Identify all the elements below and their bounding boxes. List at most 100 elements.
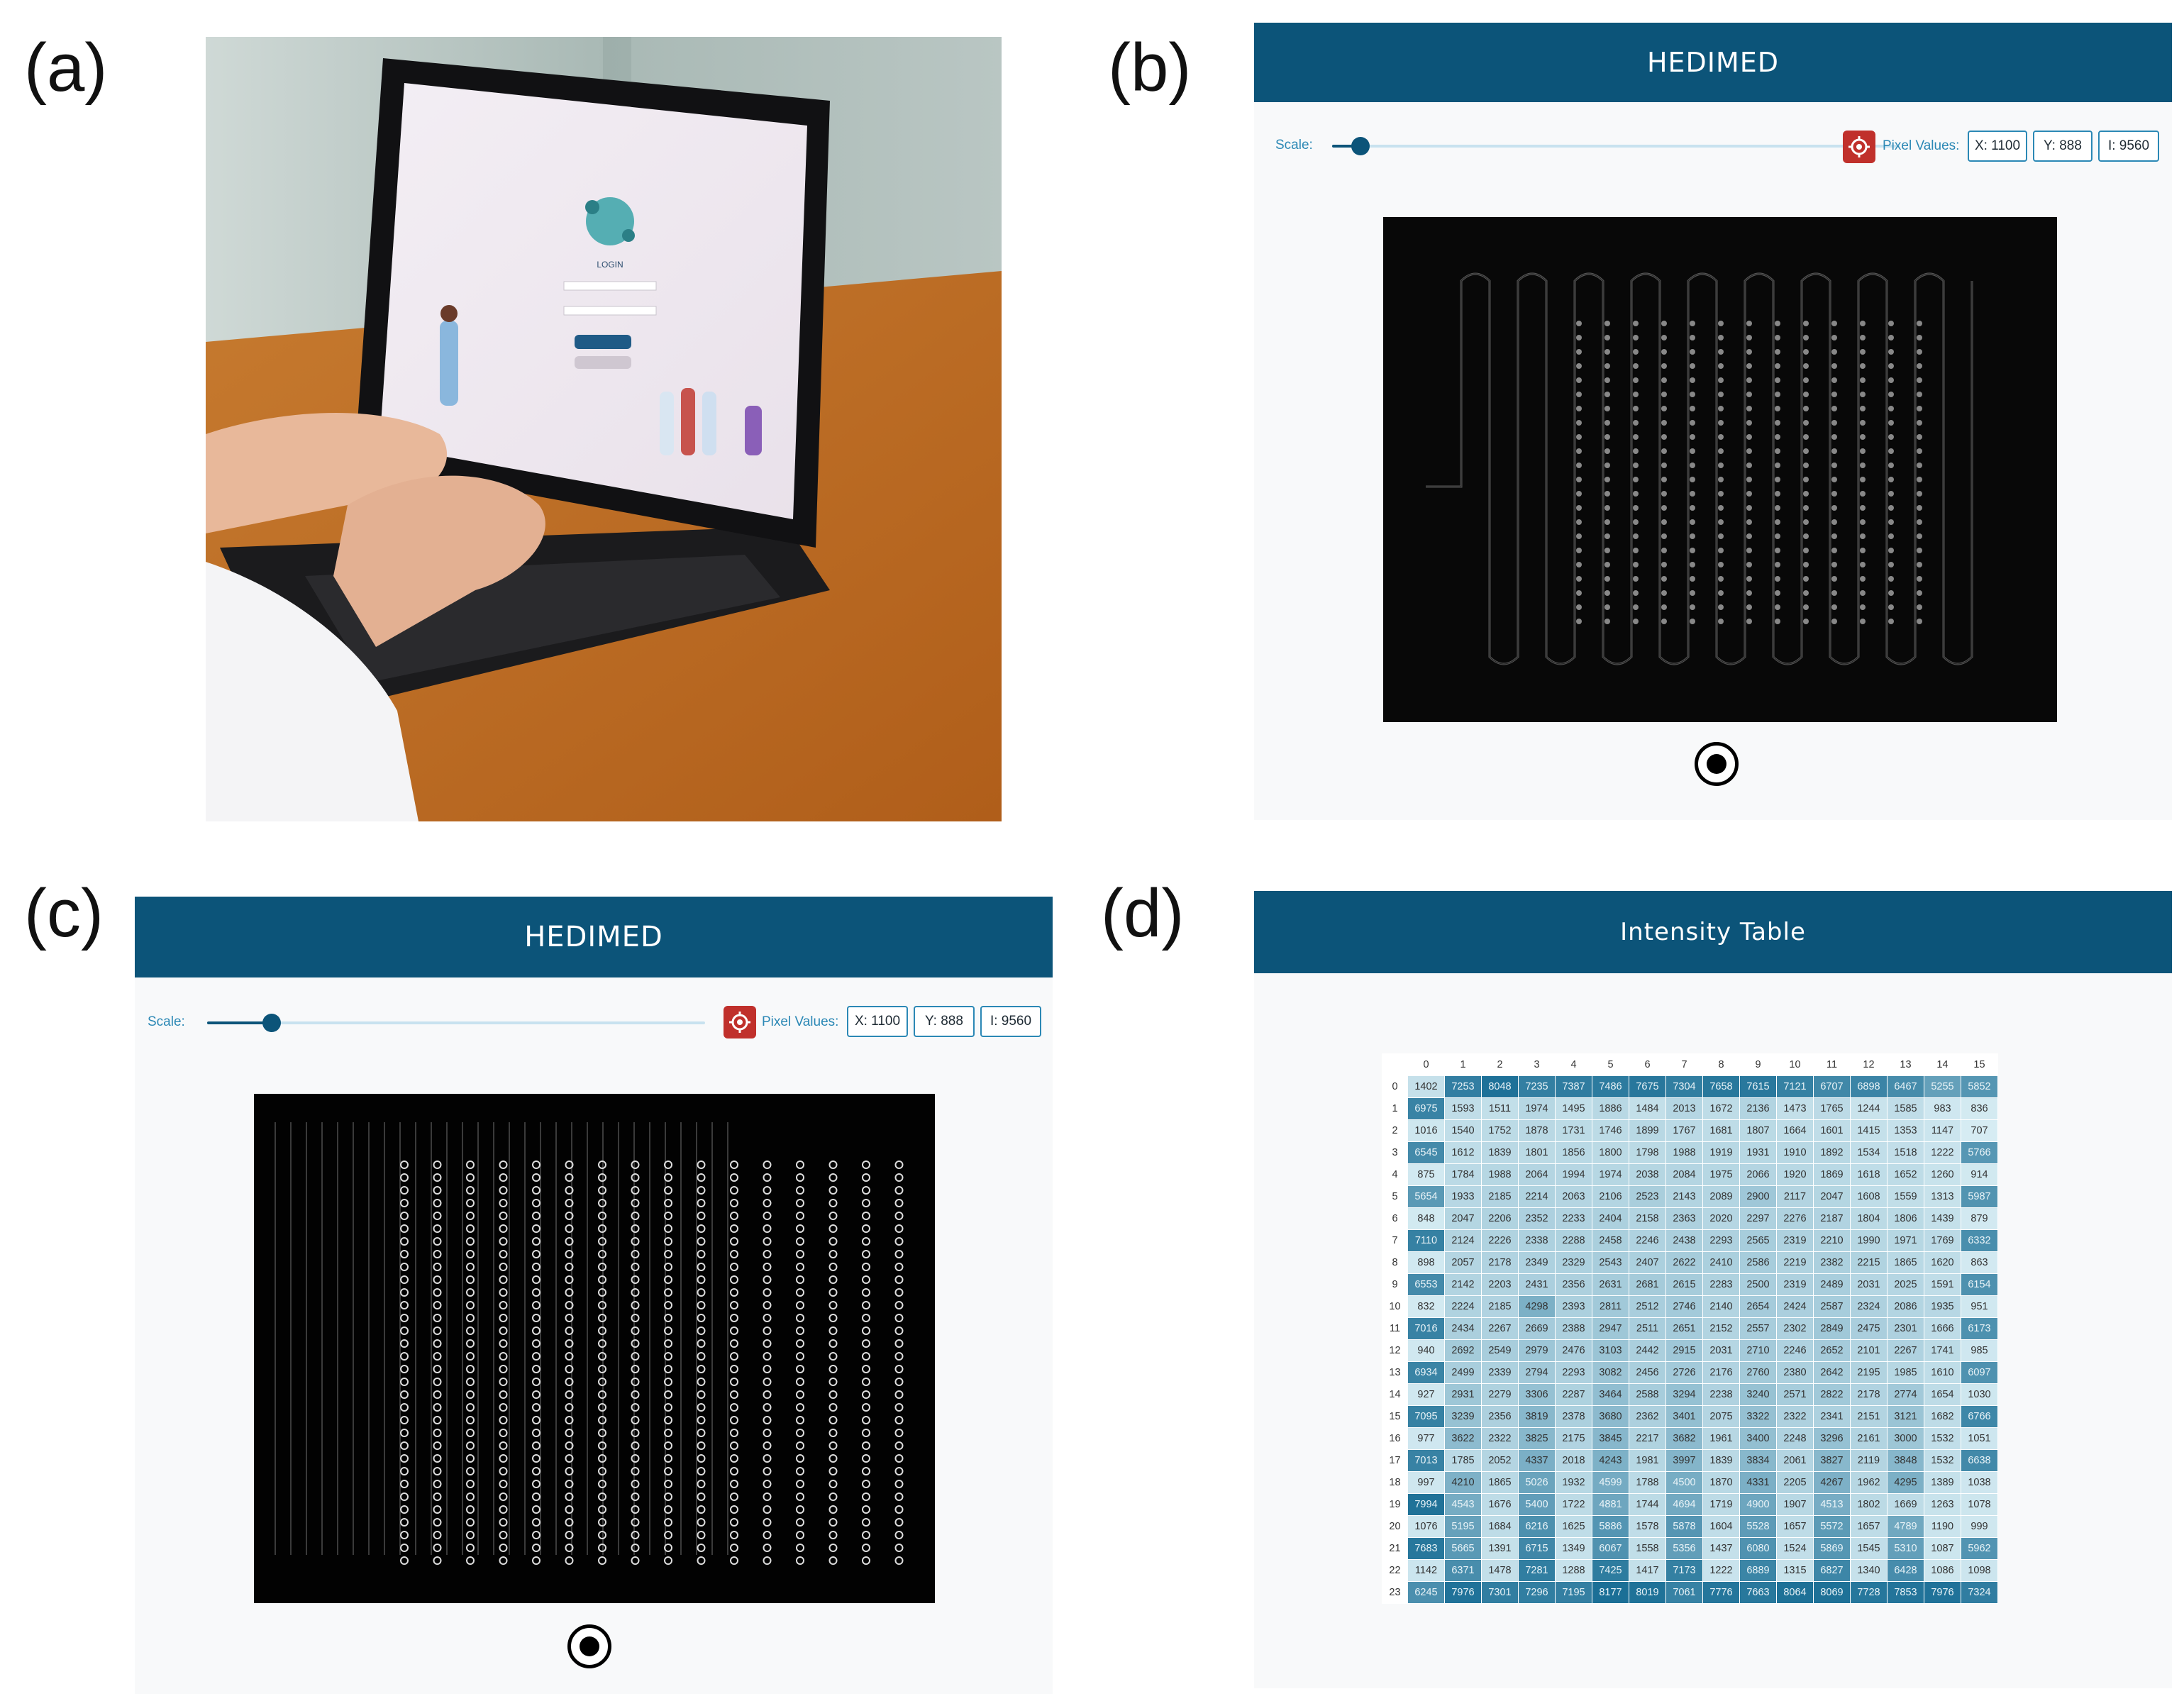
intensity-cell: 2075	[1702, 1405, 1740, 1428]
chamber-ring	[631, 1173, 640, 1182]
record-icon[interactable]	[567, 1624, 611, 1668]
intensity-title: Intensity Table	[1620, 918, 1806, 946]
microscope-image[interactable]	[254, 1094, 935, 1603]
scale-label: Scale:	[1275, 138, 1313, 153]
chamber-dot	[1860, 335, 1866, 340]
chamber-ring	[763, 1441, 772, 1450]
chamber-dot	[1860, 406, 1866, 411]
chamber-ring	[796, 1518, 804, 1527]
scale-slider[interactable]	[207, 1014, 705, 1032]
chamber-dot	[1917, 406, 1922, 411]
chamber-ring	[532, 1378, 541, 1386]
chamber-ring	[499, 1365, 508, 1373]
intensity-cell: 2565	[1739, 1229, 1777, 1252]
crosshair-icon[interactable]	[724, 1006, 756, 1038]
chamber-ring	[598, 1544, 606, 1552]
intensity-cell: 914	[1961, 1163, 1998, 1186]
intensity-cell: 1484	[1629, 1097, 1666, 1120]
chamber-dot	[1576, 505, 1582, 511]
intensity-cell: 2063	[1555, 1185, 1592, 1208]
chamber-ring	[664, 1173, 672, 1182]
chamber-ring	[400, 1263, 409, 1271]
chamber-ring	[828, 1339, 838, 1348]
intensity-cell: 3997	[1665, 1449, 1703, 1472]
chamber-ring	[499, 1505, 508, 1514]
intensity-cell: 977	[1407, 1427, 1445, 1450]
intensity-cell: 2356	[1555, 1273, 1592, 1296]
chamber-ring	[862, 1544, 870, 1552]
intensity-cell: 6766	[1961, 1405, 1998, 1428]
chamber-ring	[532, 1441, 541, 1450]
crosshair-icon[interactable]	[1843, 131, 1875, 163]
intensity-cell: 1682	[1924, 1405, 1961, 1428]
chamber-ring	[697, 1199, 706, 1207]
intensity-cell: 1142	[1407, 1559, 1445, 1582]
record-icon[interactable]	[1695, 742, 1739, 786]
intensity-cell: 2219	[1776, 1251, 1814, 1274]
chamber-dot	[1718, 548, 1724, 553]
intensity-cell: 1147	[1924, 1119, 1961, 1142]
chamber-ring	[796, 1467, 804, 1475]
chamber-dot	[1576, 363, 1582, 369]
intensity-cell: 5665	[1444, 1537, 1482, 1560]
intensity-cell: 2329	[1555, 1251, 1592, 1274]
chamber-ring	[565, 1365, 574, 1373]
chamber-ring	[828, 1544, 838, 1552]
chamber-ring	[466, 1173, 475, 1182]
chamber-ring	[697, 1275, 706, 1284]
chamber-dot	[1604, 562, 1610, 567]
chamber-ring	[730, 1186, 738, 1195]
chamber-dot	[1746, 420, 1752, 426]
intensity-cell: 2267	[1887, 1339, 1924, 1362]
intensity-cell: 2142	[1444, 1273, 1482, 1296]
chamber-ring	[532, 1403, 541, 1412]
intensity-cell: 6371	[1444, 1559, 1482, 1582]
chamber-ring	[894, 1326, 904, 1335]
chamber-ring	[565, 1454, 574, 1463]
microscope-image[interactable]	[1383, 217, 2057, 722]
chamber-ring	[433, 1237, 442, 1246]
chamber-ring	[862, 1416, 870, 1424]
intensity-cell: 6154	[1961, 1273, 1998, 1296]
chamber-ring	[466, 1403, 475, 1412]
chamber-dot	[1888, 448, 1894, 454]
intensity-cell: 2380	[1776, 1361, 1814, 1384]
chamber-ring	[532, 1531, 541, 1539]
scale-slider-thumb[interactable]	[262, 1014, 282, 1032]
scale-slider[interactable]	[1332, 137, 1900, 155]
chamber-ring	[796, 1314, 804, 1322]
chamber-ring	[565, 1224, 574, 1233]
intensity-cell: 4337	[1518, 1449, 1556, 1472]
chamber-dot	[1576, 321, 1582, 326]
intensity-cell: 1263	[1924, 1493, 1961, 1516]
chamber-ring	[565, 1416, 574, 1424]
chamber-dot	[1888, 505, 1894, 511]
scale-slider-thumb[interactable]	[1351, 137, 1370, 155]
chamber-dot	[1775, 406, 1780, 411]
intensity-value-field: I: 9560	[980, 1006, 1041, 1037]
chamber-dot	[1633, 448, 1639, 454]
chamber-ring	[894, 1441, 904, 1450]
chamber-ring	[796, 1326, 804, 1335]
chamber-dot	[1831, 462, 1837, 468]
chamber-dot	[1831, 590, 1837, 596]
row-header: 12	[1382, 1339, 1408, 1362]
intensity-cell: 3848	[1887, 1449, 1924, 1472]
chamber-dot	[1888, 548, 1894, 553]
chamber-ring	[697, 1288, 706, 1297]
intensity-cell: 1878	[1518, 1119, 1556, 1142]
chamber-dot	[1917, 363, 1922, 369]
chamber-ring	[697, 1365, 706, 1373]
row-header: 1	[1382, 1097, 1408, 1120]
chamber-dot	[1576, 335, 1582, 340]
chamber-dot	[1831, 491, 1837, 497]
intensity-cell: 2288	[1555, 1229, 1592, 1252]
intensity-cell: 2363	[1665, 1207, 1703, 1230]
chamber-dot	[1718, 604, 1724, 610]
hedimed-app-c: HEDIMED Scale: Pixel Values: X: 1100 Y: …	[135, 897, 1053, 1694]
intensity-cell: 2404	[1592, 1207, 1629, 1230]
intensity-cell: 3294	[1665, 1383, 1703, 1406]
chamber-ring	[763, 1518, 772, 1527]
chamber-dot	[1746, 448, 1752, 454]
